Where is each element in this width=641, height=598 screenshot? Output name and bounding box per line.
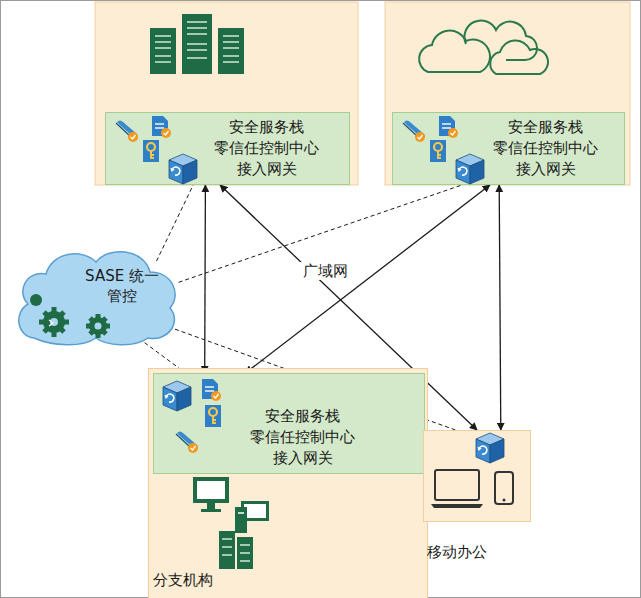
document-icon xyxy=(150,115,172,139)
service-label: 接入网关 xyxy=(237,159,297,180)
service-label: 安全服务栈 xyxy=(508,117,583,138)
cloud-zone xyxy=(385,2,630,185)
text-column: 安全服务栈零信任控制中心接入网关 xyxy=(493,117,598,180)
gateway-cube-icon xyxy=(162,380,192,412)
gateway-cube-icon xyxy=(475,432,505,464)
service-panel: 安全服务栈零信任控制中心接入网关 xyxy=(105,112,350,185)
service-panel: 安全服务栈零信任控制中心接入网关 xyxy=(153,373,425,474)
cloud-label: SASE 统一管控 xyxy=(80,266,164,306)
document-icon xyxy=(437,115,459,139)
service-panel: 安全服务栈零信任控制中心接入网关 xyxy=(392,112,625,185)
key-icon xyxy=(429,139,447,163)
policy-scroll-icon xyxy=(401,119,427,143)
service-label: 安全服务栈 xyxy=(229,117,304,138)
key-icon xyxy=(204,404,222,428)
datacenter-zone xyxy=(95,2,358,185)
service-label: 零信任控制中心 xyxy=(493,138,598,159)
gateway-cube-icon xyxy=(455,153,485,185)
control-link xyxy=(157,185,194,261)
text-column: 安全服务栈零信任控制中心接入网关 xyxy=(214,117,319,180)
wan-link xyxy=(499,185,501,430)
policy-scroll-icon xyxy=(114,119,140,143)
branch-zone: 分支机构 安全服务栈零信任控制中心接入网关 xyxy=(148,368,428,598)
service-label: 零信任控制中心 xyxy=(214,138,319,159)
service-label: 安全服务栈 xyxy=(265,406,340,427)
mobile-office: 移动办公 xyxy=(423,430,531,566)
wan-link xyxy=(246,185,490,373)
cloud-outline xyxy=(12,242,182,348)
service-label: 接入网关 xyxy=(273,448,333,469)
branch-label: 分支机构 xyxy=(153,570,213,591)
branch-computers-icon xyxy=(189,475,309,573)
gateway-cube-icon xyxy=(168,153,198,185)
text-column: 安全服务栈零信任控制中心接入网关 xyxy=(250,406,355,469)
key-icon xyxy=(142,139,160,163)
wan-link xyxy=(204,185,206,373)
laptop-phone-icon xyxy=(431,468,521,510)
mobile-label: 移动办公 xyxy=(427,542,487,563)
control-link xyxy=(179,185,462,282)
service-label: 接入网关 xyxy=(516,159,576,180)
document-icon xyxy=(200,378,222,402)
sase-cloud: SASE 统一管控 xyxy=(12,242,182,348)
server-icon xyxy=(150,14,244,74)
policy-scroll-icon xyxy=(174,430,200,454)
network-label: 广域网 xyxy=(300,262,351,280)
service-label: 零信任控制中心 xyxy=(250,427,355,448)
cloud-icons xyxy=(419,20,548,74)
